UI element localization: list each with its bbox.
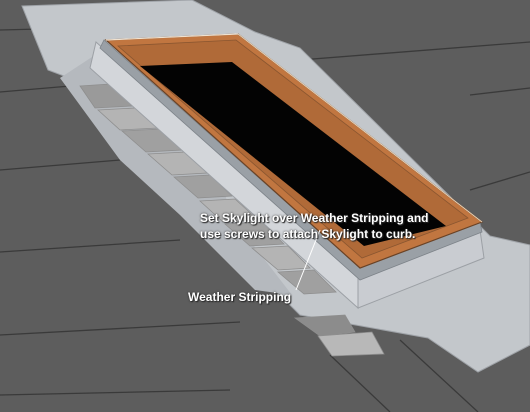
install-instruction-text: Set Skylight over Weather Stripping and … bbox=[200, 211, 429, 241]
roof-seams bbox=[0, 27, 530, 412]
glass-pane bbox=[140, 62, 446, 246]
weather-stripping-label: Weather Stripping bbox=[188, 290, 292, 304]
step-shingles bbox=[79, 83, 385, 357]
weather-stripping-leader bbox=[295, 229, 321, 291]
